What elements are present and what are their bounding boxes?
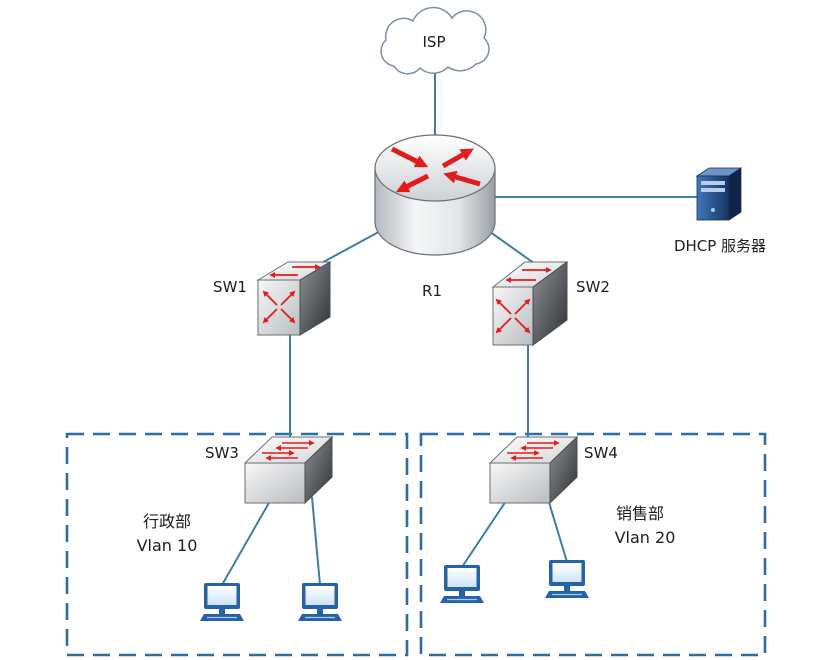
cloud-icon xyxy=(380,6,490,75)
sales-vlan-label: Vlan 20 xyxy=(615,528,676,547)
router-top xyxy=(374,134,496,202)
sales-dept-label: 销售部 xyxy=(616,504,664,523)
link-r1-sw2 xyxy=(485,228,539,267)
switch-side-face xyxy=(532,261,568,346)
pc-screen xyxy=(305,586,335,605)
link-sw4-pc3 xyxy=(461,500,507,568)
switch-icon-sw4 xyxy=(488,435,579,505)
switch-side-face xyxy=(304,435,333,505)
pc-icon xyxy=(440,565,484,603)
admin-dept-label: 行政部 xyxy=(143,512,191,531)
server-drive-bay xyxy=(701,188,725,192)
cloud-outline xyxy=(380,6,490,75)
pc-icon xyxy=(545,560,589,598)
switch-arrow xyxy=(514,317,531,334)
switch-front-face xyxy=(489,462,551,504)
sw1-label: SW1 xyxy=(213,278,247,296)
pc-stand xyxy=(459,591,465,596)
server-icon xyxy=(695,167,743,221)
pc-icon xyxy=(200,583,244,621)
sales-dept-group-box xyxy=(419,432,767,657)
pc-stand xyxy=(317,609,323,614)
pc-screen xyxy=(447,568,477,587)
router-arrow-out-left xyxy=(395,173,430,193)
router-arrow-out-right xyxy=(441,148,474,169)
multilayer-switch-icon-sw2 xyxy=(491,261,569,346)
server-drive-bay xyxy=(701,181,725,185)
switch-icon-sw3 xyxy=(243,435,334,505)
switch-arrow xyxy=(262,290,278,306)
node-labels: ISP R1 DHCP 服务器 SW1 SW2 SW3 SW4 行政部 Vlan… xyxy=(137,33,766,555)
switch-arrow xyxy=(495,317,512,334)
router-arrows-icon xyxy=(390,146,481,193)
dhcp-server-label: DHCP 服务器 xyxy=(674,237,766,255)
link-sw4-pc4 xyxy=(547,498,568,563)
pc-screen xyxy=(552,563,582,582)
router-arrow-in-right xyxy=(443,170,481,187)
switch-arrow xyxy=(495,298,512,315)
pc-stand xyxy=(564,586,570,591)
server-power-button xyxy=(711,208,715,212)
sw2-label: SW2 xyxy=(576,278,610,296)
isp-label: ISP xyxy=(423,33,446,51)
switch-arrows-icon xyxy=(262,440,315,461)
switch-arrow xyxy=(280,290,296,306)
switch-arrows-icon xyxy=(495,267,552,334)
router-icon xyxy=(374,134,496,256)
link-sw3-pc2 xyxy=(311,496,321,586)
router-arrow-in-left xyxy=(390,146,429,168)
admin-vlan-label: Vlan 10 xyxy=(137,536,198,555)
switch-arrows-icon xyxy=(507,440,560,461)
sw4-label: SW4 xyxy=(584,444,618,462)
network-links xyxy=(221,68,698,586)
r1-label: R1 xyxy=(422,282,442,300)
sw3-label: SW3 xyxy=(205,444,239,462)
pc-icon xyxy=(298,583,342,621)
switch-front-face xyxy=(257,279,301,336)
link-sw3-pc1 xyxy=(221,500,271,586)
link-r1-sw1 xyxy=(315,228,385,267)
switch-arrow xyxy=(280,308,296,324)
pc-screen xyxy=(207,586,237,605)
switch-arrow xyxy=(262,308,278,324)
pc-stand xyxy=(219,609,225,614)
switch-front-face xyxy=(244,462,306,504)
vlan-group-boxes xyxy=(65,432,767,657)
admin-dept-group-box xyxy=(65,432,409,657)
server-side-face xyxy=(728,167,742,221)
multilayer-switch-icon-sw1 xyxy=(256,261,332,336)
switch-side-face xyxy=(549,435,578,505)
switch-arrow xyxy=(514,298,531,315)
switch-arrows-icon xyxy=(262,264,321,324)
switch-front-face xyxy=(492,286,534,346)
